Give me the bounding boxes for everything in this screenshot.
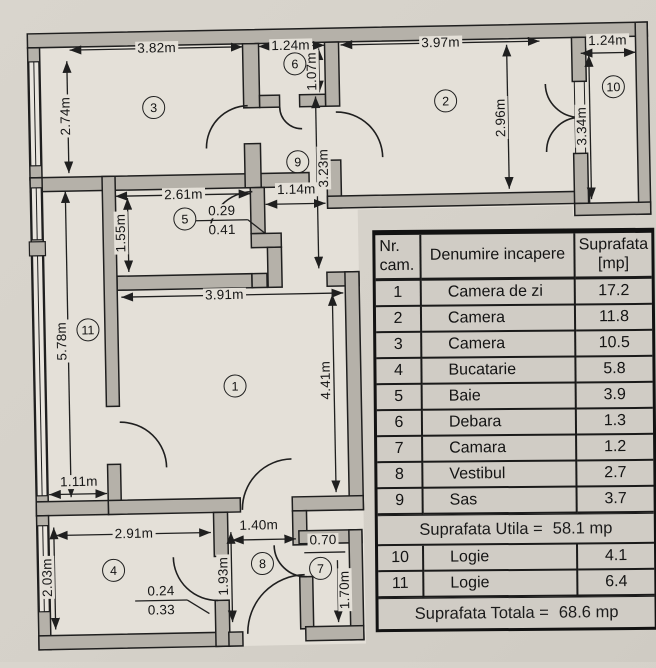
suprafata-totala-value: 68.6 mp: [558, 602, 619, 622]
cell-name: Sas: [423, 487, 578, 515]
cell-area: 6.4: [578, 569, 655, 597]
cell-nr: 2: [375, 306, 423, 334]
table-row: 4 Bucatarie 5.8: [376, 356, 653, 386]
cell-area: 17.2: [575, 278, 652, 306]
dim-label-1.24m-logie: 1.24m: [586, 32, 629, 49]
cell-area: 10.5: [576, 330, 653, 358]
dim-label-4.41m: 4.41m: [318, 358, 334, 402]
suprafata-totala-row: Suprafata Totala = 68.6 mp: [378, 595, 655, 630]
cell-area: 5.8: [576, 356, 653, 384]
suprafata-utila-row: Suprafata Utila = 58.1 mp: [377, 512, 654, 547]
cell-area: 2.7: [577, 460, 654, 488]
cell-area: 1.3: [576, 408, 654, 436]
dim-label-2.91m: 2.91m: [112, 526, 156, 542]
table-row: 6 Debara 1.3: [376, 408, 654, 438]
cell-name: Baie: [422, 383, 577, 411]
cell-nr: 6: [376, 410, 424, 438]
table-header-row: Nr. cam. Denumire incapere Suprafata [mp…: [375, 232, 652, 282]
table-row: 7 Camara 1.2: [377, 434, 654, 464]
table-row: 1 Camera de zi 17.2: [375, 278, 652, 308]
room-areas-table: Nr. cam. Denumire incapere Suprafata [mp…: [372, 227, 656, 633]
dim-label-3.91m: 3.91m: [202, 287, 246, 303]
cell-name: Camera: [422, 331, 577, 359]
cell-area: 3.9: [576, 382, 653, 410]
cell-nr: 10: [378, 545, 425, 573]
dim-label-2.96m: 2.96m: [493, 96, 509, 140]
dim-label-1.55m: 1.55m: [113, 211, 129, 255]
cell-name: Camera: [421, 305, 577, 333]
cell-name: Logie: [424, 570, 579, 598]
dim-label-0.41: 0.41: [206, 222, 238, 238]
table-row: 9 Sas 3.7: [377, 486, 654, 516]
cell-nr: 9: [377, 488, 424, 516]
suprafata-utila-value: 58.1 mp: [552, 518, 613, 538]
dim-label-3.34m: 3.34m: [574, 104, 590, 148]
table-row: 5 Baie 3.9: [376, 382, 653, 412]
cell-nr: 3: [376, 332, 423, 360]
cell-nr: 8: [377, 462, 424, 490]
cell-nr: 7: [377, 436, 424, 464]
cell-area: 1.2: [577, 434, 654, 462]
dim-label-1.93m: 1.93m: [215, 554, 232, 598]
cell-area: 11.8: [575, 304, 653, 332]
cell-name: Vestibul: [423, 461, 578, 489]
cell-name: Camara: [423, 435, 578, 463]
dim-label-0.24: 0.24: [145, 583, 177, 599]
cell-nr: 4: [376, 358, 423, 386]
dim-label-3.82m: 3.82m: [135, 40, 178, 56]
cell-name: Bucatarie: [422, 357, 577, 385]
dim-label-3.97m: 3.97m: [419, 35, 462, 51]
cell-area: 4.1: [578, 543, 655, 571]
cell-name: Debara: [422, 409, 578, 437]
dim-label-0.70: 0.70: [307, 532, 339, 548]
suprafata-totala-label: Suprafata Totala =: [414, 603, 549, 623]
dim-label-0.33: 0.33: [145, 602, 178, 618]
dim-label-2.03m: 2.03m: [39, 556, 56, 600]
dim-label-1.07m: 1.07m: [304, 50, 320, 93]
dim-label-3.23m: 3.23m: [315, 146, 332, 190]
suprafata-utila-label: Suprafata Utila =: [419, 519, 543, 539]
dim-label-1.70m: 1.70m: [337, 568, 353, 612]
header-suprafata: Suprafata [mp]: [575, 232, 652, 280]
cell-name: Camera de zi: [421, 279, 576, 307]
dim-label-2.61m: 2.61m: [161, 187, 205, 203]
dim-label-0.29: 0.29: [206, 203, 238, 219]
dim-label-1.11m: 1.11m: [57, 474, 100, 490]
header-nr-cam: Nr. cam.: [375, 234, 422, 282]
dim-label-1.14m: 1.14m: [274, 181, 318, 198]
cell-area: 3.7: [577, 486, 654, 514]
cell-nr: 1: [375, 280, 422, 308]
cell-nr: 11: [378, 571, 425, 599]
table-row: 10 Logie 4.1: [378, 543, 655, 573]
table-row: 11 Logie 6.4: [378, 569, 655, 599]
table-row: 8 Vestibul 2.7: [377, 460, 654, 490]
dim-label-1.40m: 1.40m: [237, 517, 281, 534]
dim-label-2.74m: 2.74m: [57, 94, 74, 138]
table-row: 2 Camera 11.8: [375, 304, 653, 334]
header-denumire: Denumire incapere: [421, 233, 576, 281]
cell-name: Logie: [424, 544, 579, 572]
dim-label-5.78m: 5.78m: [54, 319, 70, 363]
cell-nr: 5: [376, 384, 423, 412]
table-row: 3 Camera 10.5: [376, 330, 653, 360]
